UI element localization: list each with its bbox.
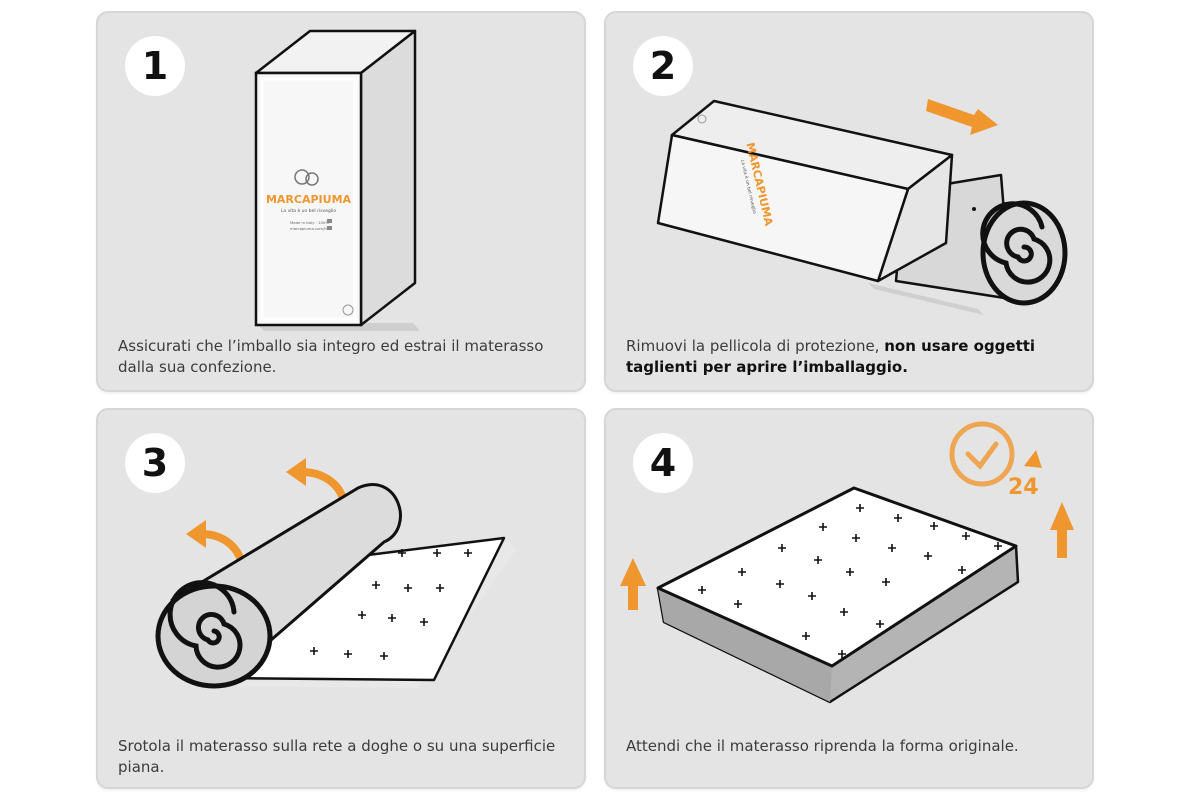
box-brand-tagline: La vita è un bel risveglio: [281, 207, 336, 214]
step-4-caption: Attendi che il materasso riprenda la for…: [626, 737, 1019, 755]
step-3-caption: Srotola il materasso sulla rete a doghe …: [118, 737, 556, 776]
unrolling-illustration: [155, 458, 516, 689]
arrow-up-icon: [620, 558, 646, 610]
step-number: 1: [125, 36, 185, 96]
step-2-caption-text: Rimuovi la pellicola di protezione,: [626, 337, 885, 355]
step-3-panel: 3 Srotola il materasso sulla rete a dogh…: [98, 410, 584, 787]
step-1-panel: MARCAPIUMA La vita è un bel risveglio Ma…: [98, 13, 584, 390]
step-number: 4: [633, 433, 693, 493]
expanding-mattress-illustration: 24: [620, 421, 1074, 704]
boxed-mattress-illustration: MARCAPIUMA La vita è un bel risveglio Ma…: [254, 29, 420, 331]
step-number: 3: [125, 433, 185, 493]
box-made-in: Made in Italy · 100%: [290, 220, 329, 225]
mattress-roll-icon: [155, 580, 273, 689]
box-site: marcapiuma.com/it: [290, 226, 327, 231]
clock-24-icon: 24: [949, 421, 1042, 500]
box-brand-name: MARCAPIUMA: [266, 193, 352, 206]
step-2-caption: Rimuovi la pellicola di protezione, non …: [626, 336, 1076, 378]
step-number: 2: [633, 36, 693, 96]
timer-label: 24: [1008, 475, 1039, 500]
arrow-up-icon: [1050, 502, 1074, 558]
brand-logo-icon: [294, 169, 319, 186]
quilting-pattern: [310, 549, 472, 660]
step-2-caption-warning: non usare oggetti taglienti per aprire l…: [626, 337, 1036, 376]
step-2-panel: MARCAPIUMA La vita è un bel risveglio 2 …: [606, 13, 1092, 390]
step-4-panel: 24: [606, 410, 1092, 787]
unboxing-illustration: MARCAPIUMA La vita è un bel risveglio: [656, 99, 1068, 315]
mattress-roll-icon: [980, 200, 1068, 306]
step-1-caption: Assicurati che l’imballo sia integro ed …: [118, 337, 544, 376]
quilting-pattern: [698, 504, 1002, 658]
arrow-right-icon: [926, 99, 998, 135]
